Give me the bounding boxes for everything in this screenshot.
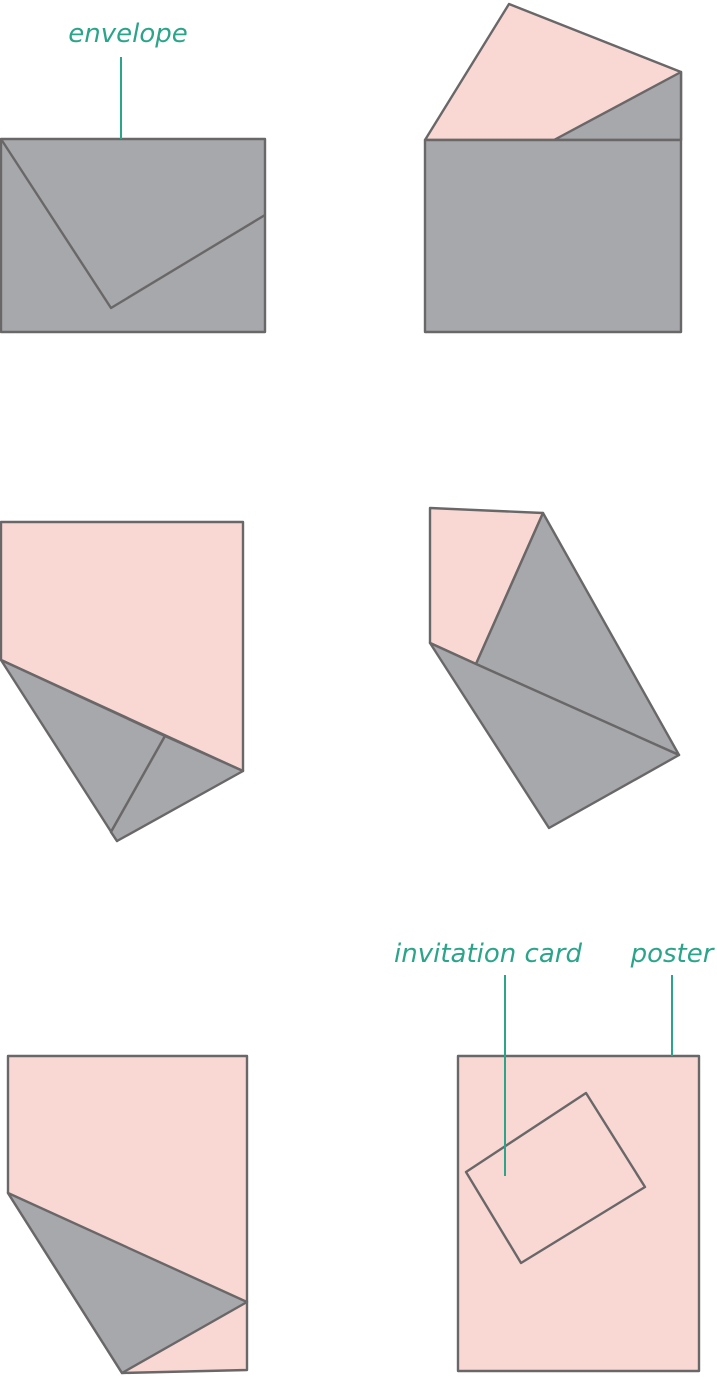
panel-4-rotated-fold	[428, 506, 681, 830]
envelope-flap-fold-line	[0, 138, 266, 310]
poster-label: poster	[630, 939, 716, 969]
panel-3-folded-paper	[0, 520, 245, 843]
invitation-card-label: invitation card	[394, 939, 582, 969]
envelope-body	[423, 138, 683, 334]
envelope-label: envelope	[68, 19, 188, 49]
invitation-card-outline	[464, 1091, 647, 1265]
poster-sheet	[456, 1054, 701, 1373]
envelope-body	[0, 137, 267, 334]
panel-6-poster-with-card: invitation card poster	[394, 939, 716, 1373]
fold-flap	[6, 1191, 249, 1375]
panel-2-paper-in-envelope	[423, 2, 683, 334]
fold-flap-right	[109, 734, 245, 843]
panel-1-closed-envelope: envelope	[0, 19, 267, 334]
panel-5-single-fold	[6, 1054, 249, 1375]
fold-flap-lower	[428, 641, 681, 830]
